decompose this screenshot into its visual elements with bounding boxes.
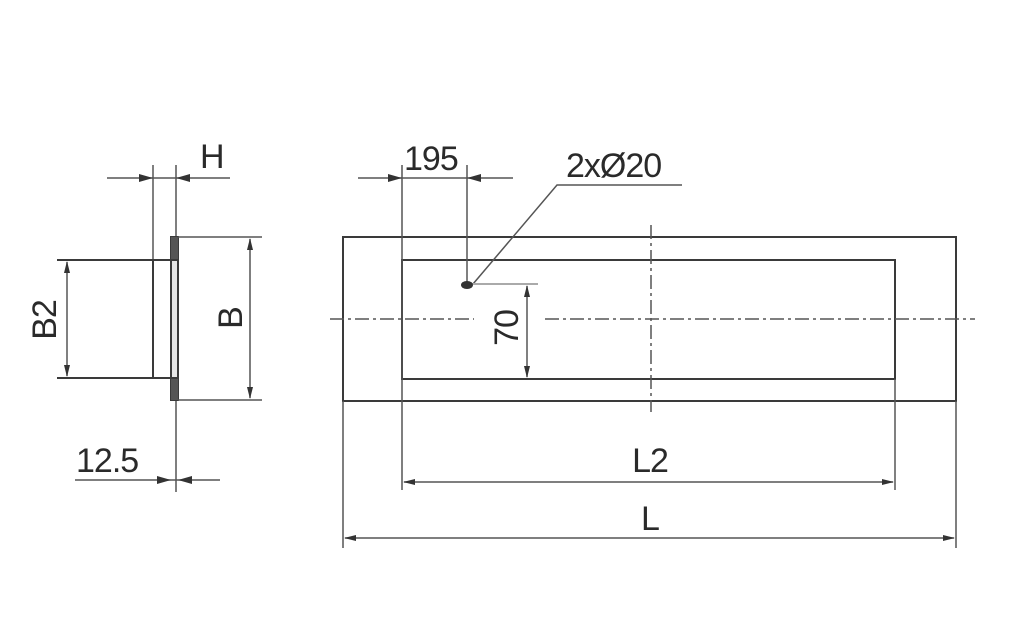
flange-top	[171, 237, 178, 260]
label-thickness: 12.5	[76, 442, 138, 480]
dim-arrows-H	[139, 174, 190, 182]
leader-line	[472, 184, 682, 285]
label-L: L	[641, 500, 659, 538]
label-70: 70	[488, 310, 526, 346]
side-view: H B2 B 12.5	[26, 138, 262, 492]
label-hole-callout: 2xØ20	[566, 147, 661, 185]
label-H: H	[200, 138, 224, 176]
front-view: 195 2xØ20 70 L2 L	[330, 140, 975, 548]
flange-bottom	[171, 378, 178, 400]
label-B2: B2	[26, 300, 64, 340]
label-L2: L2	[632, 442, 668, 480]
flange-plate	[170, 236, 179, 401]
label-195: 195	[404, 140, 458, 178]
label-B: B	[212, 307, 250, 329]
dim-arrows-thickness	[157, 476, 192, 484]
hole-marker	[461, 281, 473, 289]
